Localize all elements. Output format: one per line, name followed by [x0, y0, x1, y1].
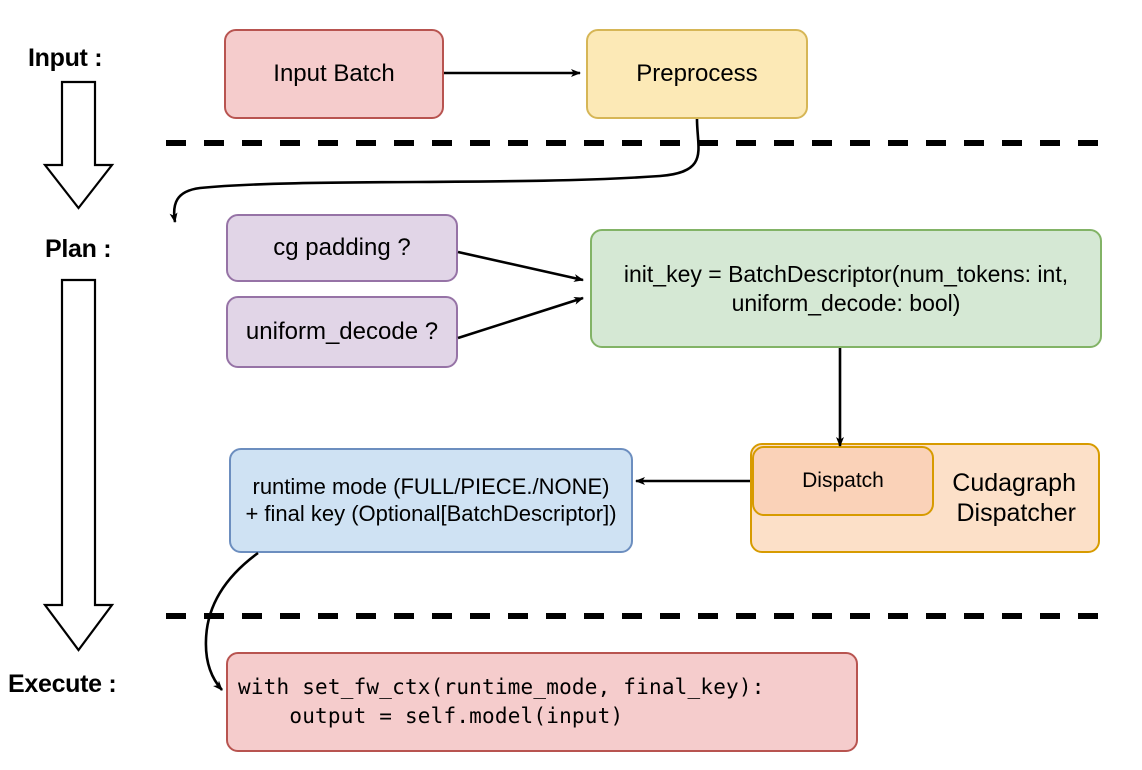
- node-execute-code-line2: output = self.model(input): [238, 704, 624, 728]
- stage-label-plan: Plan :: [45, 235, 112, 263]
- stage-label-input: Input :: [28, 44, 103, 72]
- node-execute-code-line1: with set_fw_ctx(runtime_mode, final_key)…: [238, 674, 765, 699]
- node-runtime-mode[interactable]: runtime mode (FULL/PIECE./NONE) + final …: [229, 448, 633, 553]
- node-preprocess[interactable]: Preprocess: [586, 29, 808, 119]
- node-dispatch[interactable]: Dispatch: [752, 446, 934, 516]
- node-uniform-decode[interactable]: uniform_decode ?: [226, 296, 458, 368]
- node-execute-code[interactable]: with set_fw_ctx(runtime_mode, final_key)…: [226, 652, 858, 752]
- connector-cg-padding-to-init-key: [457, 250, 584, 282]
- connector-uniform-decode-to-init-key: [457, 296, 584, 340]
- node-input-batch[interactable]: Input Batch: [224, 29, 444, 119]
- node-cudagraph-dispatcher-line2: Dispatcher: [956, 499, 1077, 527]
- node-runtime-mode-line2: + final key (Optional[BatchDescriptor]): [245, 500, 617, 526]
- node-runtime-mode-line1: runtime mode (FULL/PIECE./NONE): [252, 473, 610, 499]
- stage-arrow-plan-to-execute: [42, 278, 115, 652]
- node-init-key-line2: uniform_decode: bool): [731, 289, 961, 316]
- stage-arrow-input-to-plan: [42, 80, 115, 210]
- connector-preprocess-to-cg-padding: [169, 118, 700, 223]
- node-init-key[interactable]: init_key = BatchDescriptor(num_tokens: i…: [590, 229, 1102, 348]
- node-cudagraph-dispatcher-line1: Cudagraph: [952, 468, 1076, 497]
- stage-label-execute: Execute :: [8, 670, 117, 698]
- node-cg-padding[interactable]: cg padding ?: [226, 214, 458, 282]
- node-init-key-line1: init_key = BatchDescriptor(num_tokens: i…: [623, 261, 1069, 288]
